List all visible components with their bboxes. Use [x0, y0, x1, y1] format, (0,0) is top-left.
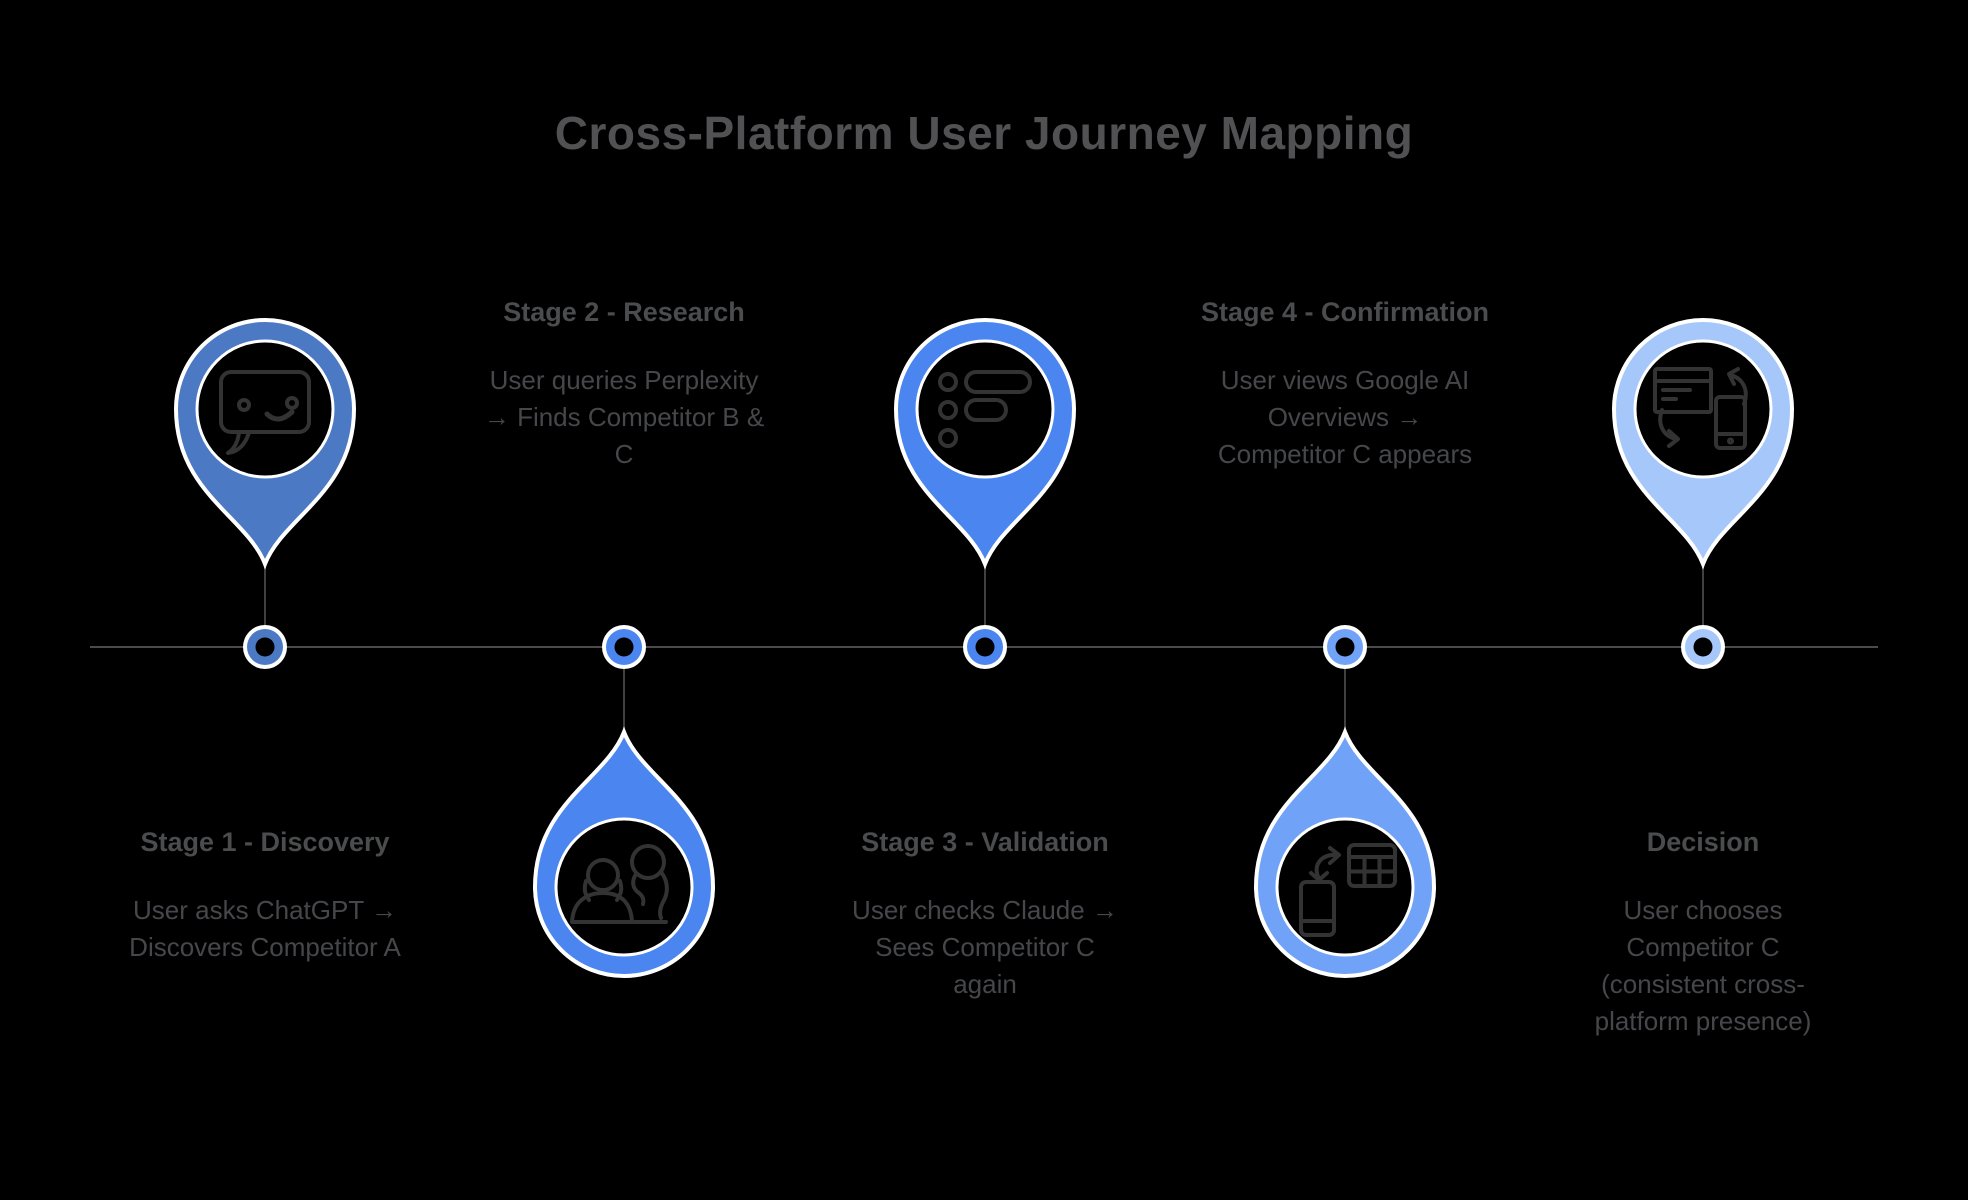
stage-4-description: User views Google AI Overviews → Competi…	[1217, 365, 1473, 469]
stage-3-title: Stage 3 - Validation	[861, 827, 1109, 857]
timeline-node-5	[1681, 625, 1725, 669]
stage-2-title: Stage 2 - Research	[503, 297, 745, 327]
stage-2-description: User queries Perplexity → Finds Competit…	[483, 365, 765, 469]
stage-1-label: Stage 1 - Discovery User asks ChatGPT → …	[35, 826, 495, 966]
stage-3-pin	[893, 318, 1077, 570]
connector-stage-5	[1702, 560, 1704, 648]
timeline-node-2	[602, 625, 646, 669]
stage-5-title: Decision	[1646, 827, 1760, 857]
two-people-icon	[570, 844, 669, 924]
stage-1-pin	[173, 318, 357, 570]
stage-4-title: Stage 4 - Confirmation	[1200, 297, 1490, 327]
phone-grid-sync-icon	[1299, 843, 1397, 937]
browser-phone-sync-icon	[1653, 367, 1748, 450]
stage-3-label: Stage 3 - Validation User checks Claude …	[755, 826, 1215, 1003]
connector-stage-4	[1344, 646, 1346, 728]
stage-1-title: Stage 1 - Discovery	[140, 827, 390, 857]
stage-5-pin	[1611, 318, 1795, 570]
page-title: Cross-Platform User Journey Mapping	[554, 107, 1414, 159]
connector-stage-3	[984, 560, 986, 648]
stage-3-description: User checks Claude → Sees Competitor C a…	[852, 895, 1118, 999]
stage-2-label: Stage 2 - Research User queries Perplexi…	[394, 296, 854, 473]
chatbot-icon	[219, 370, 311, 455]
stage-5-description: User chooses Competitor C (consistent cr…	[1594, 895, 1812, 1036]
timeline-node-1	[243, 625, 287, 669]
bullet-list-icon	[938, 370, 1032, 448]
stage-5-label: Decision User chooses Competitor C (cons…	[1473, 826, 1933, 1040]
stage-4-label: Stage 4 - Confirmation User views Google…	[1115, 296, 1575, 473]
timeline-node-3	[963, 625, 1007, 669]
stage-4-pin	[1253, 726, 1437, 978]
stage-1-description: User asks ChatGPT → Discovers Competitor…	[129, 895, 401, 962]
connector-stage-2	[623, 646, 625, 728]
timeline-node-4	[1323, 625, 1367, 669]
stage-2-pin	[532, 726, 716, 978]
connector-stage-1	[264, 560, 266, 648]
